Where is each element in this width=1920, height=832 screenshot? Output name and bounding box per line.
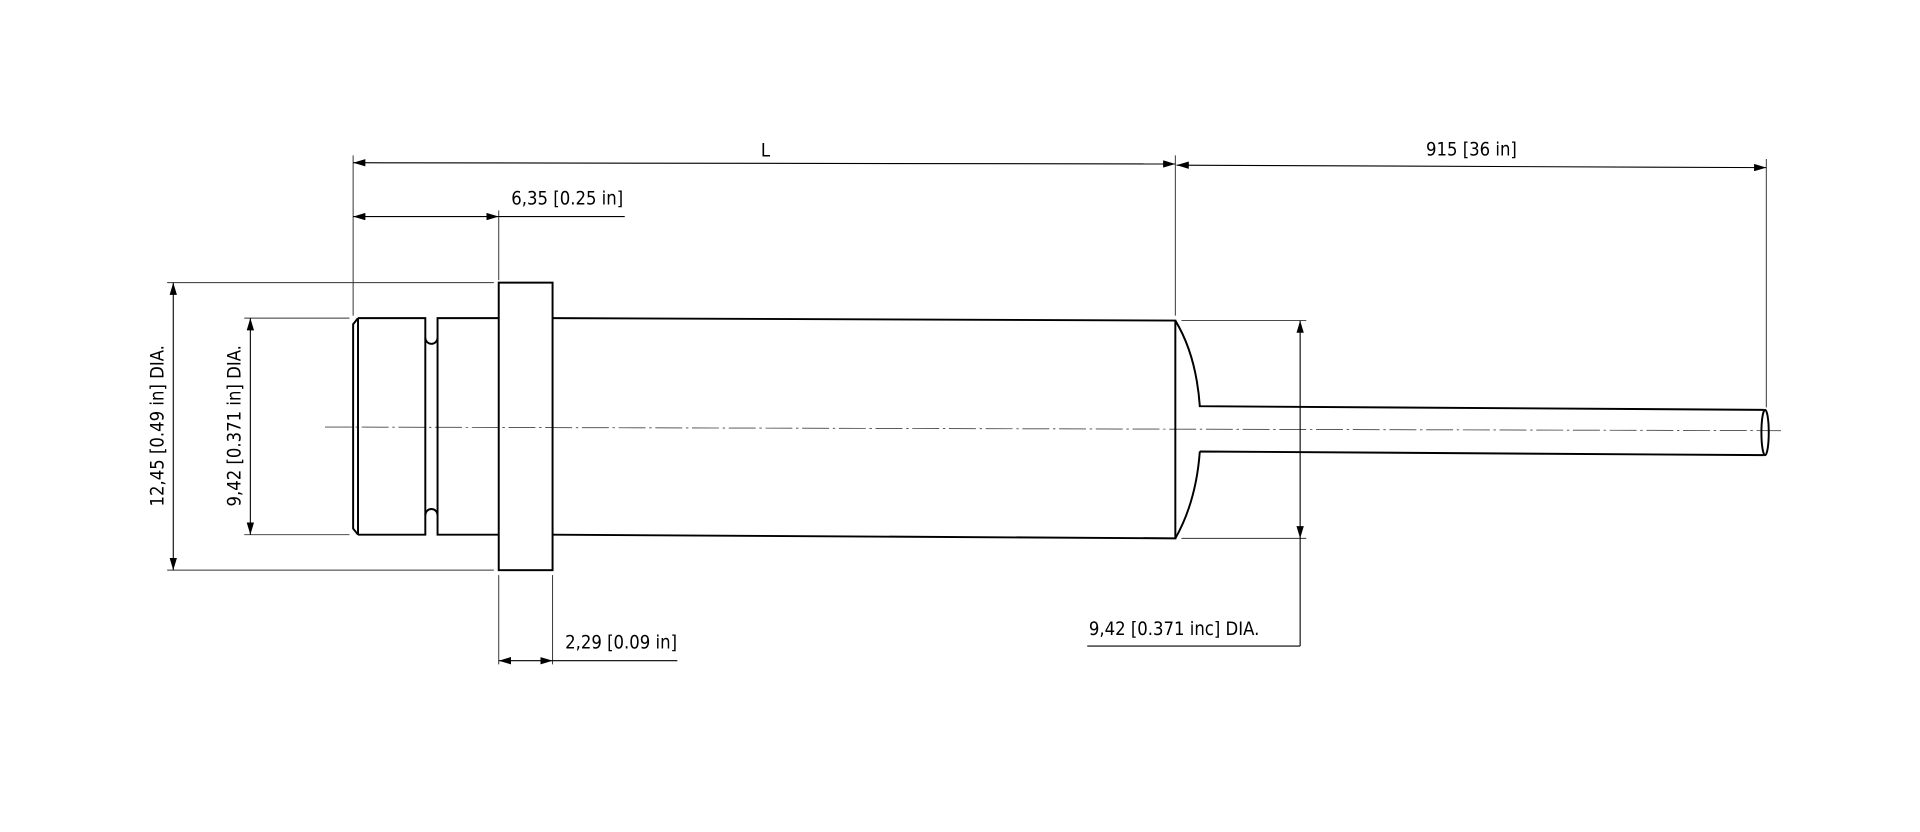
cable-end bbox=[1760, 408, 1770, 457]
dim-groove-length: 6,35 [0.25 in] bbox=[353, 188, 625, 281]
dim-cable-length-label: 915 [36 in] bbox=[1426, 139, 1517, 160]
dim-body-diameter-right-label: 9,42 [0.371 inc] DIA. bbox=[1089, 619, 1259, 640]
dim-flange-thickness: 2,29 [0.09 in] bbox=[498, 575, 678, 665]
main-body bbox=[552, 317, 1177, 540]
centerline bbox=[324, 426, 1781, 432]
dim-body-diameter-left: 9,42 [0.371 in] DIA. bbox=[225, 317, 350, 536]
dim-body-diameter-left-label: 9,42 [0.371 in] DIA. bbox=[225, 345, 246, 506]
dim-body-diameter-right: 9,42 [0.371 inc] DIA. bbox=[1087, 320, 1307, 647]
dim-flange-thickness-label: 2,29 [0.09 in] bbox=[565, 632, 677, 653]
chamfer bbox=[352, 317, 360, 536]
threaded-end bbox=[358, 317, 499, 536]
dim-flange-diameter-label: 12,45 [0.49 in] DIA. bbox=[147, 345, 168, 506]
dim-length-label: L bbox=[761, 141, 771, 162]
cable bbox=[1174, 320, 1764, 539]
dim-groove-length-label: 6,35 [0.25 in] bbox=[511, 188, 623, 209]
dim-length: L bbox=[352, 141, 1176, 316]
dim-cable-length: 915 [36 in] bbox=[1176, 139, 1767, 408]
flange bbox=[497, 281, 554, 572]
dim-flange-diameter: 12,45 [0.49 in] DIA. bbox=[147, 282, 494, 571]
part-outline bbox=[352, 281, 1770, 572]
